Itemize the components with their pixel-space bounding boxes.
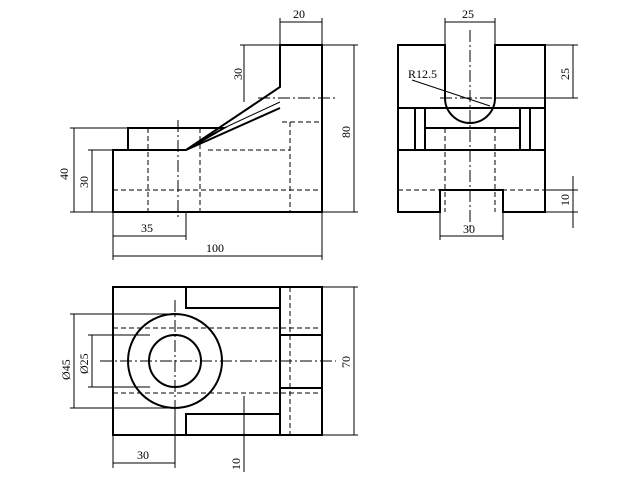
dim-top-slot-depth: 10: [229, 458, 243, 470]
dim-top-width: 70: [339, 356, 353, 368]
top-upper-slot: [185, 287, 281, 309]
dim-top-inner-diameter: Ø25: [77, 353, 91, 374]
dim-front-top-width: 20: [293, 7, 305, 21]
dim-side-slot-radius: R12.5: [408, 67, 437, 81]
top-view: Ø45 Ø25 70 30 10: [59, 286, 358, 472]
dim-front-hole-offset: 35: [141, 221, 153, 235]
front-slope-upper-line: [223, 101, 281, 129]
dim-side-slot-depth: 25: [558, 68, 572, 80]
dim-front-left-height-inner: 30: [77, 176, 91, 188]
side-inner-left-pocket: [414, 107, 426, 151]
side-center-block: [424, 127, 521, 151]
dim-front-total-length: 100: [206, 241, 224, 255]
dim-leader: [411, 79, 491, 107]
dim-front-total-height: 80: [339, 126, 353, 138]
dim-side-slot-width: 25: [462, 7, 474, 21]
front-outline: [112, 44, 323, 213]
dim-front-left-height-outer: 40: [57, 168, 71, 180]
dim-side-base-height: 10: [558, 194, 572, 206]
dim-top-hole-offset: 30: [137, 448, 149, 462]
front-slope-line: [185, 107, 281, 151]
dim-top-outer-diameter: Ø45: [59, 359, 73, 380]
dim-front-upper-height: 30: [231, 68, 245, 80]
side-inner-right-pocket: [519, 107, 531, 151]
side-view: 25 R12.5 25 10 30: [397, 7, 578, 240]
top-lower-slot: [185, 413, 281, 435]
dim-side-groove-width: 30: [463, 222, 475, 236]
front-view: 20 30 80 40 30 35 100: [57, 7, 358, 260]
